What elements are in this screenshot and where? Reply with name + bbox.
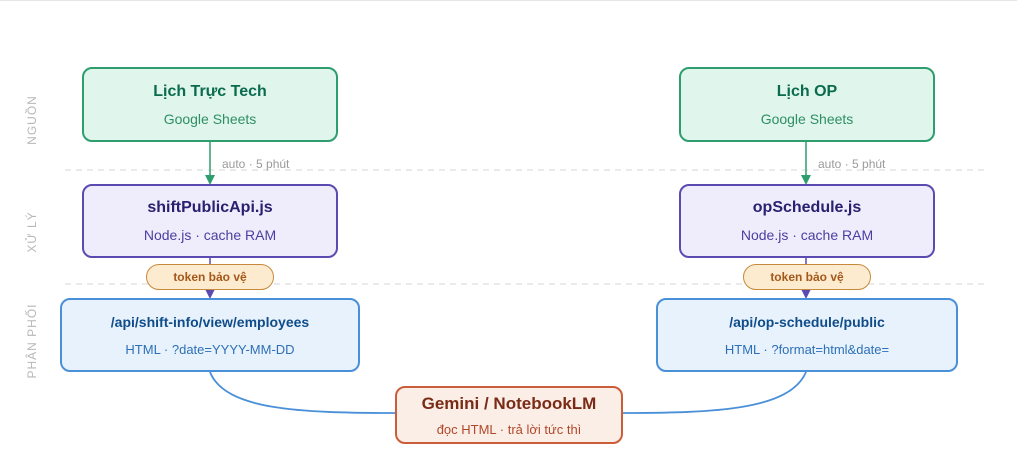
left-token-badge: token bảo vệ xyxy=(146,264,274,290)
left-source-subtitle: Google Sheets xyxy=(163,110,257,127)
curve-left-api-to-consumer xyxy=(209,371,397,414)
right-process-node[interactable]: opSchedule.js Node.js · cache RAM xyxy=(679,184,935,258)
consumer-title: Gemini / NotebookLM xyxy=(421,393,597,413)
right-process-subtitle: Node.js · cache RAM xyxy=(740,227,874,243)
right-api-node[interactable]: /api/op-schedule/public HTML · ?format=h… xyxy=(656,298,958,372)
consumer-subtitle: đọc HTML · trả lời tức thì xyxy=(436,421,582,437)
right-process-title: opSchedule.js xyxy=(752,199,862,216)
left-api-title: /api/shift-info/view/employees xyxy=(110,313,310,330)
consumer-node[interactable]: Gemini / NotebookLM đọc HTML · trả lời t… xyxy=(395,386,623,444)
lane-label-distribute: PHÂN PHỐI xyxy=(25,303,39,379)
right-api-subtitle: HTML · ?format=html&date= xyxy=(724,341,890,357)
left-api-node[interactable]: /api/shift-info/view/employees HTML · ?d… xyxy=(60,298,360,372)
right-source-node[interactable]: Lịch OP Google Sheets xyxy=(679,67,935,142)
left-api-subtitle: HTML · ?date=YYYY-MM-DD xyxy=(125,341,295,357)
left-process-title: shiftPublicApi.js xyxy=(147,199,273,216)
left-source-node[interactable]: Lịch Trực Tech Google Sheets xyxy=(82,67,338,142)
left-process-subtitle: Node.js · cache RAM xyxy=(143,227,277,243)
right-source-subtitle: Google Sheets xyxy=(760,110,854,127)
left-sync-label: auto · 5 phút xyxy=(222,157,290,171)
top-border xyxy=(0,0,1017,1)
left-source-title: Lịch Trực Tech xyxy=(153,82,267,100)
lane-label-process: XỬ LÝ xyxy=(25,211,39,253)
right-sync-label: auto · 5 phút xyxy=(818,157,886,171)
right-token-badge: token bảo vệ xyxy=(743,264,871,290)
lane-label-source: NGUỒN xyxy=(25,95,39,145)
curve-right-api-to-consumer xyxy=(621,371,807,414)
right-api-title: /api/op-schedule/public xyxy=(729,313,885,330)
right-source-title: Lịch OP xyxy=(776,82,838,100)
left-process-node[interactable]: shiftPublicApi.js Node.js · cache RAM xyxy=(82,184,338,258)
